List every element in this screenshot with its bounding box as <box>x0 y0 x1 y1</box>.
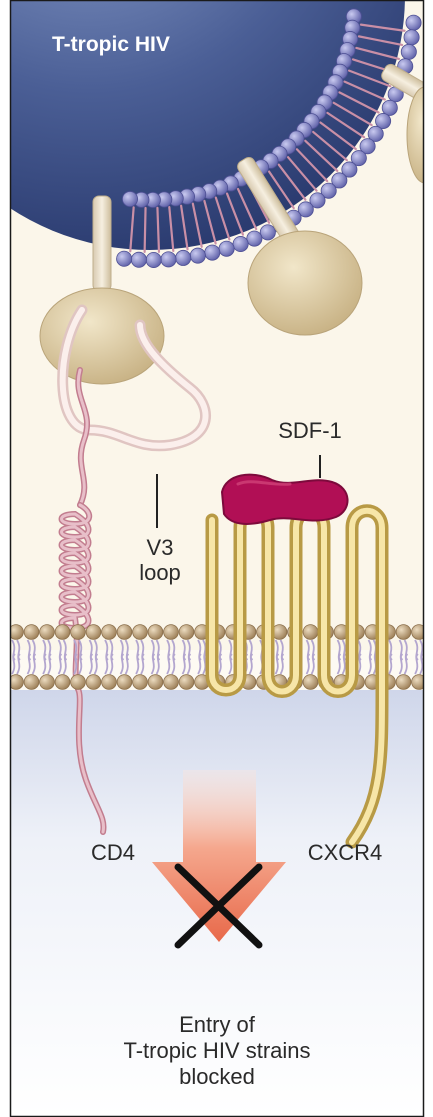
v3-label-line1: V3 <box>120 535 200 560</box>
virus-label: T-tropic HIV <box>52 32 170 57</box>
gp120-free <box>248 231 362 335</box>
cd4-label: CD4 <box>73 840 153 865</box>
caption-line2: T-tropic HIV strains <box>97 1038 337 1063</box>
cxcr4-label: CXCR4 <box>295 840 395 865</box>
caption-line1: Entry of <box>97 1012 337 1037</box>
sdf1-label: SDF-1 <box>270 418 350 443</box>
caption-line3: blocked <box>97 1064 337 1089</box>
v3-label-line2: loop <box>120 560 200 585</box>
